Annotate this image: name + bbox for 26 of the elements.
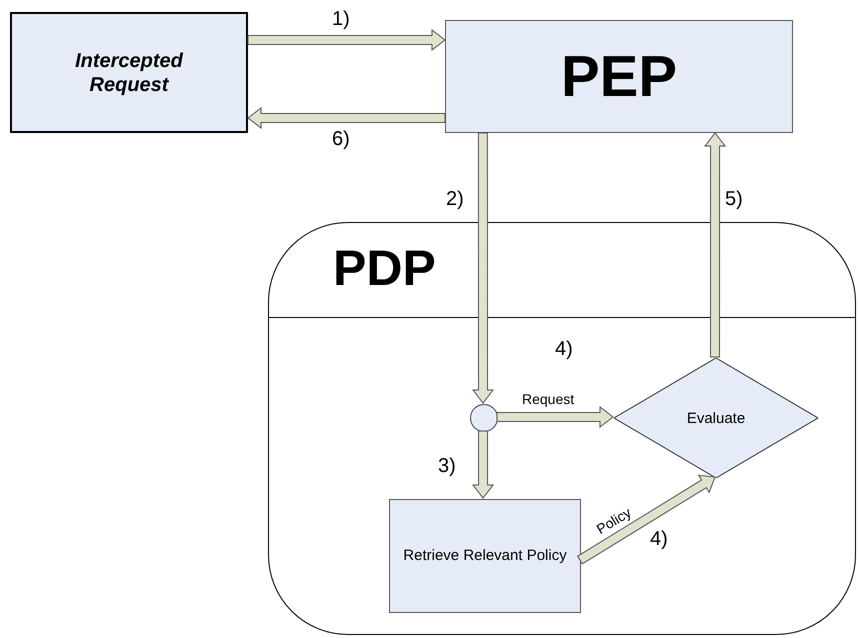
node-label: Intercepted Request: [74, 48, 184, 96]
step-number: 4): [650, 528, 668, 550]
group-heading: PDP: [333, 243, 436, 293]
block-arrow: [248, 28, 446, 52]
edge-label: 1): [332, 8, 350, 30]
edge-label: 3): [438, 455, 456, 477]
edge-label: 5): [725, 188, 743, 210]
edge-label: 2): [446, 188, 464, 210]
edge-label: 6): [332, 128, 350, 150]
node-label: PEP: [560, 42, 678, 111]
block-arrow: [472, 430, 494, 499]
process-box: [389, 499, 581, 613]
block-arrow: [496, 406, 614, 428]
node-label: Retrieve Relevant Policy: [402, 547, 568, 565]
edge-label: Request: [522, 392, 574, 408]
group-container: [268, 222, 856, 635]
step-number: 4): [555, 338, 573, 360]
block-arrow: [704, 132, 726, 358]
decision-diamond: [614, 358, 818, 478]
node-label: Evaluate: [686, 410, 746, 426]
block-arrow: [247, 106, 446, 130]
input-box: [10, 12, 248, 133]
block-arrow: [576, 474, 716, 565]
block-arrow: [472, 132, 494, 404]
process-box: [445, 20, 793, 133]
junction-circle: [470, 404, 498, 432]
